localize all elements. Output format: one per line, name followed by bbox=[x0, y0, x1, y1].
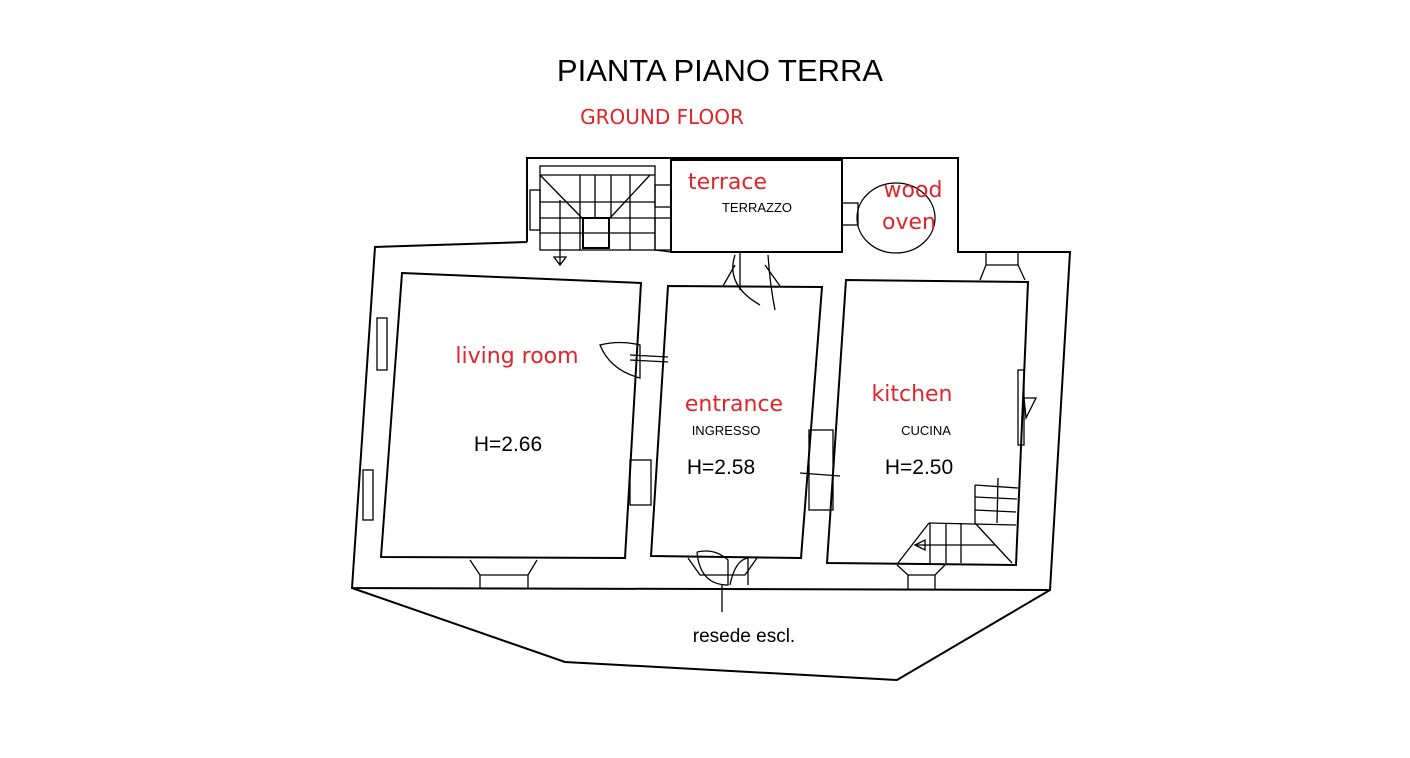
outer-wall bbox=[350, 157, 1072, 592]
staircase bbox=[529, 165, 656, 267]
kitchen-staircase bbox=[897, 477, 1019, 564]
entrance-height: H=2.58 bbox=[687, 456, 755, 479]
terrazzo-label: TERRAZZO bbox=[722, 200, 792, 215]
plan-subtitle: GROUND FLOOR bbox=[580, 105, 744, 129]
cucina-label: CUCINA bbox=[901, 423, 951, 438]
yard-boundary bbox=[351, 587, 1051, 682]
entrance-label: entrance bbox=[685, 392, 783, 417]
windows bbox=[362, 252, 1038, 590]
oven-label-2: oven bbox=[882, 210, 936, 235]
living-room-wall bbox=[379, 271, 643, 560]
kitchen-label: kitchen bbox=[872, 382, 953, 407]
kitchen-height: H=2.50 bbox=[885, 456, 953, 479]
doors bbox=[599, 252, 841, 612]
ingresso-label: INGRESSO bbox=[692, 423, 761, 438]
yard-label: resede escl. bbox=[693, 626, 795, 647]
entrance-wall bbox=[649, 284, 824, 560]
terrace-label: terrace bbox=[688, 170, 767, 195]
plan-title: PIANTA PIANO TERRA bbox=[557, 53, 883, 88]
oven-label-1: wood bbox=[884, 178, 943, 203]
living-room-height: H=2.66 bbox=[474, 433, 542, 456]
wood-oven bbox=[856, 182, 936, 254]
living-room-label: living room bbox=[455, 344, 578, 369]
